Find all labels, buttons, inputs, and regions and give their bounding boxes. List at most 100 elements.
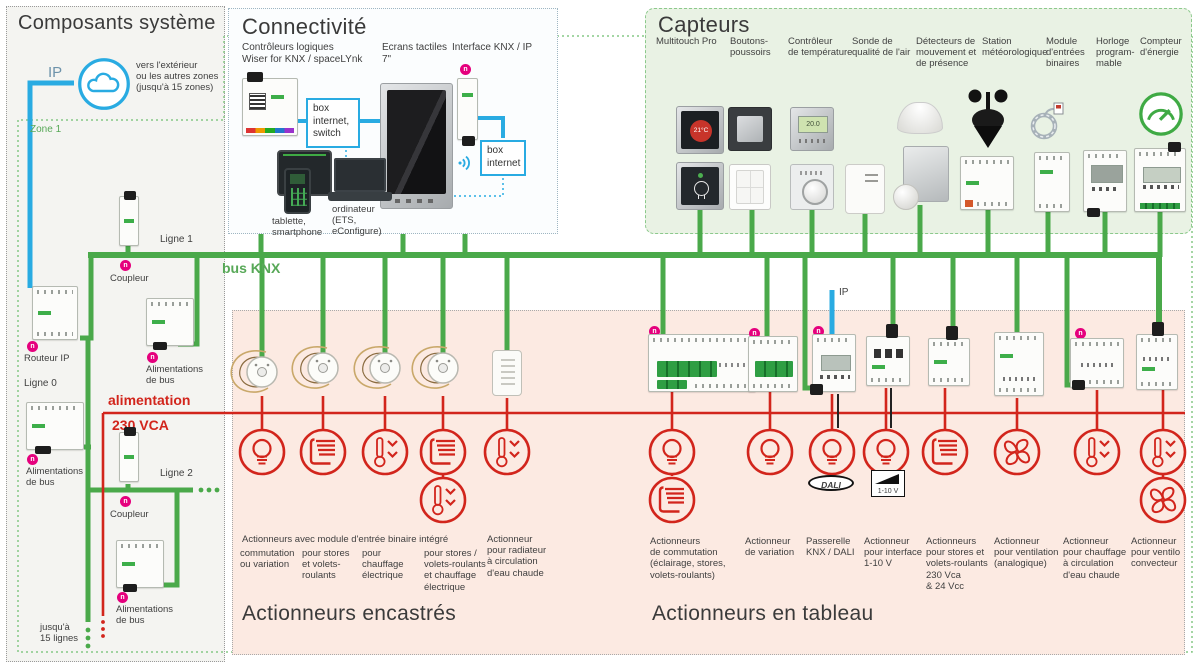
- capteur-label-detecteurs: Détecteurs de mouvement et de présence: [916, 36, 977, 70]
- alim1-badge: n: [147, 352, 158, 363]
- energy-meter-module: [1134, 142, 1186, 212]
- bouton-poussoir-dark: [728, 107, 772, 151]
- coupleur2-badge: n: [120, 496, 131, 507]
- encastres-label-2: pour stores et volets- roulants: [302, 548, 350, 582]
- routeur-ip-device: [32, 286, 78, 340]
- load-heating-icon: [481, 426, 533, 478]
- box-internet: box internet: [480, 140, 526, 176]
- ligne0-label: Ligne 0: [24, 378, 57, 389]
- coupleur1-label: Coupleur: [110, 273, 149, 284]
- load-lighting-icon: [806, 426, 858, 478]
- box-internet-switch: box internet, switch: [306, 98, 360, 148]
- encastres-label-4: pour stores / volets-roulants et chauffa…: [424, 548, 486, 593]
- inwall-actuator-4: [403, 340, 467, 396]
- tableau-title: Actionneurs en tableau: [652, 602, 874, 625]
- knx-dali-gateway-device: [812, 334, 856, 392]
- capteur-label-multitouch: Multitouch Pro: [656, 36, 717, 47]
- bouton-poussoir-white: [729, 164, 771, 210]
- tableau-badge-7: n: [1075, 328, 1086, 339]
- load-heating-icon: [1137, 426, 1189, 478]
- wifi-icon: [455, 152, 477, 174]
- load-lighting-icon: [744, 426, 796, 478]
- smartphone-device: [284, 168, 311, 214]
- presence-detector-ball: [893, 184, 919, 210]
- ecrans-label-2: 7": [382, 54, 392, 65]
- capteur-label-module: Module d'entrées binaires: [1046, 36, 1085, 70]
- alim0-badge: n: [27, 454, 38, 465]
- alim0-device: [26, 402, 84, 454]
- presence-detector-ceiling: [897, 102, 943, 134]
- capteur-label-horloge: Horloge program- mable: [1096, 36, 1135, 70]
- capteur-label-temperature: Contrôleur de température: [788, 36, 853, 59]
- tableau-label-1: Actionneurs de commutation (éclairage, s…: [650, 536, 726, 581]
- tableau-label-5: Actionneurs pour stores et volets-roulan…: [926, 536, 988, 592]
- ip-label: IP: [48, 64, 63, 81]
- fancoil-actuator-device: [1136, 334, 1178, 390]
- controleurs-label-1: Contrôleurs logiques: [242, 42, 334, 53]
- load-lighting-icon: [646, 426, 698, 478]
- logo-1-10v-text: 1-10 V: [877, 488, 899, 495]
- cable-clamp: [1152, 322, 1164, 336]
- multitouch-pro-panel-2: [676, 162, 724, 210]
- tableau-label-3: Passerelle KNX / DALI: [806, 536, 855, 559]
- alim2-label: Alimentations de bus: [116, 604, 174, 627]
- binary-input-cable-icon: [1028, 98, 1068, 148]
- load-heating-icon: [417, 474, 469, 526]
- inwall-actuator-3: [345, 340, 409, 396]
- zone-label: Zone 1: [30, 124, 62, 135]
- ip-drop-label: IP: [839, 287, 849, 298]
- ligne2-label: Ligne 2: [160, 468, 193, 479]
- energy-meter-icon: [1137, 90, 1185, 138]
- cable-clamp: [946, 326, 958, 340]
- coupleur2-label: Coupleur: [110, 509, 149, 520]
- multitouch-pro-panel-1: 21°C: [676, 106, 724, 154]
- jusqua-label: jusqu'à 15 lignes: [40, 622, 79, 645]
- weather-station-anemometer-icon: [962, 88, 1014, 154]
- alim2-device: [116, 540, 164, 592]
- alim0-label: Alimentations de bus: [26, 466, 84, 489]
- load-shutter-icon: [646, 474, 698, 526]
- tableau-label-2: Actionneur de variation: [745, 536, 795, 559]
- capteur-label-station: Station météorologique: [982, 36, 1048, 59]
- encastres-header: Actionneurs avec module d'entrée binaire…: [242, 534, 449, 545]
- interface-badge: n: [460, 64, 471, 75]
- encastres-title: Actionneurs encastrés: [242, 602, 457, 625]
- thermostat-lcd-device: 20.0: [790, 107, 834, 151]
- interface-1-10v-device: [866, 336, 910, 386]
- tableau-badge-3: n: [813, 326, 824, 337]
- routeur-label: Routeur IP: [24, 353, 70, 364]
- cloud-note: vers l'extérieur ou les autres zones (ju…: [136, 60, 219, 94]
- load-shutter-icon: [919, 426, 971, 478]
- air-quality-sensor-device: [845, 164, 885, 214]
- encastres-label-1: commutation ou variation: [240, 548, 295, 571]
- load-fan-icon: [991, 426, 1043, 478]
- capteur-label-boutons: Boutons- poussoirs: [730, 36, 771, 59]
- dali-clamp: [810, 384, 823, 395]
- thermostat-lcd-value: 20.0: [798, 116, 828, 133]
- tableau-badge-2: n: [749, 328, 760, 339]
- inwall-actuator-2: [283, 340, 347, 396]
- interface-knx-ip-device: [457, 78, 478, 146]
- logic-controller-device: [242, 72, 298, 136]
- coupleur2-device: [119, 427, 139, 482]
- coupleur1-device: [119, 191, 139, 246]
- laptop-base: [328, 192, 392, 201]
- load-fan-icon: [1137, 474, 1189, 526]
- flush-actuator-5: [492, 350, 522, 396]
- alim1-device: [146, 298, 194, 350]
- tableau-label-6: Actionneur pour ventilation (analogique): [994, 536, 1059, 570]
- bus-knx-label: bus KNX: [222, 260, 281, 276]
- alim1-label: Alimentations de bus: [146, 364, 204, 387]
- capteurs-title: Capteurs: [658, 12, 750, 37]
- load-shutter-icon: [417, 426, 469, 478]
- horloge-module: [1083, 150, 1127, 217]
- tablette-label: tablette, smartphone: [272, 216, 323, 239]
- heating-clamp: [1072, 380, 1085, 390]
- capteur-label-sonde: Sonde de qualité de l'air: [852, 36, 911, 59]
- tableau-label-4: Actionneur pour interface 1-10 V: [864, 536, 923, 570]
- ligne1-label: Ligne 1: [160, 234, 193, 245]
- composants-title: Composants système: [18, 12, 216, 34]
- alimentation-label: alimentation: [108, 392, 191, 408]
- capteur-label-compteur: Compteur d'énergie: [1140, 36, 1182, 59]
- routeur-badge: n: [27, 341, 38, 352]
